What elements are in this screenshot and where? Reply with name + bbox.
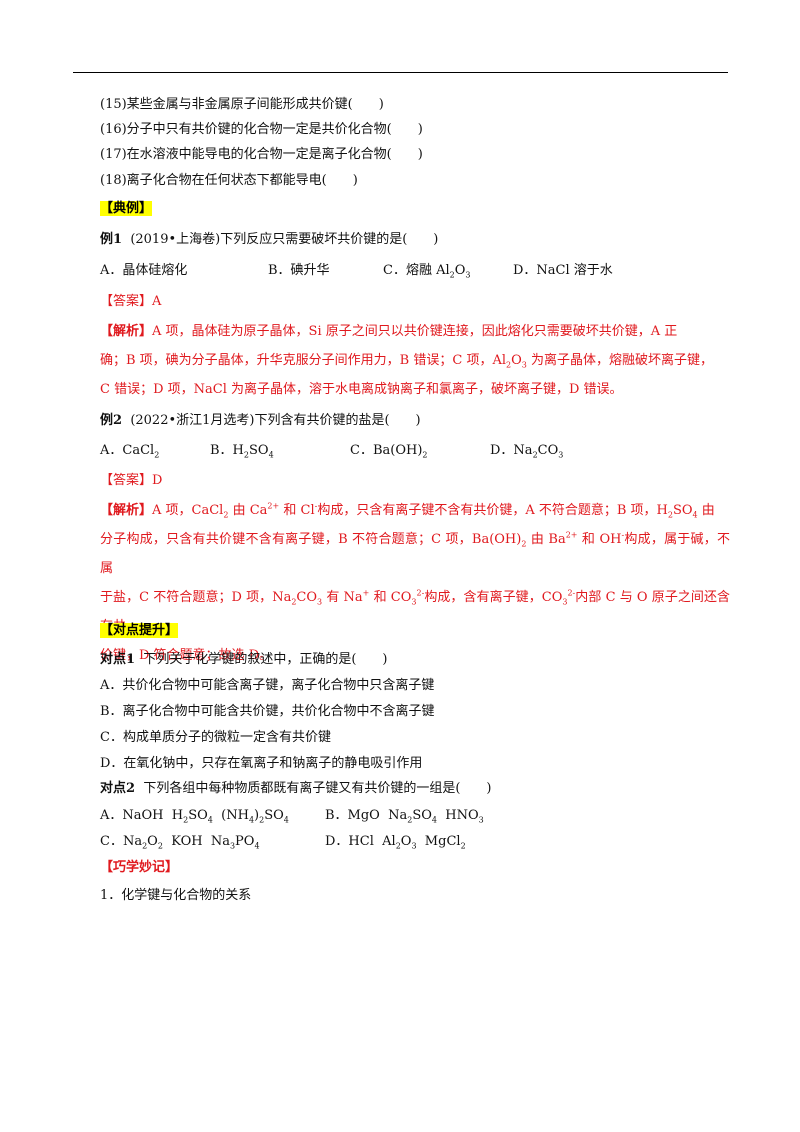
practice-1-option-b: B．离子化合物中可能含共价键，共价化合物中不含离子键 bbox=[100, 704, 435, 719]
practice-1-option-a: A．共价化合物中可能含离子键，离子化合物中只含离子键 bbox=[100, 678, 435, 693]
section-typical-example: 【典例】 bbox=[100, 201, 153, 216]
example-2-answer: 【答案】D bbox=[100, 473, 163, 488]
example-1-stem: 例1 (2019•上海卷)下列反应只需要破坏共价键的是( ) bbox=[100, 232, 439, 247]
example-2-analysis: 【解析】A 项，CaCl2 由 Ca2+ 和 Cl-构成，只含有离子键不含有共价… bbox=[100, 501, 731, 663]
practice-1-option-c: C．构成单质分子的微粒一定含有共价键 bbox=[100, 730, 331, 745]
question-17: (17)在水溶液中能导电的化合物一定是离子化合物( ) bbox=[100, 147, 423, 162]
question-18: (18)离子化合物在任何状态下都能导电( ) bbox=[100, 173, 358, 188]
memo-item-1: 1．化学键与化合物的关系 bbox=[100, 888, 252, 903]
practice-1-stem: 对点1 下列关于化学键的叙述中，正确的是( ) bbox=[100, 652, 388, 667]
example-2-stem: 例2 (2022•浙江1月选考)下列含有共价键的盐是( ) bbox=[100, 413, 421, 428]
section-practice: 【对点提升】 bbox=[100, 623, 179, 638]
example-1-answer: 【答案】A bbox=[100, 294, 162, 309]
example-1-analysis: 【解析】A 项，晶体硅为原子晶体，Si 原子之间只以共价键连接，因此熔化只需要破… bbox=[100, 324, 714, 397]
practice-2-stem: 对点2 下列各组中每种物质都既有离子键又有共价键的一组是( ) bbox=[100, 781, 492, 796]
question-16: (16)分子中只有共价键的化合物一定是共价化合物( ) bbox=[100, 122, 423, 137]
question-15: (15)某些金属与非金属原子间能形成共价键( ) bbox=[100, 97, 384, 112]
practice-1-option-d: D．在氧化钠中，只存在氧离子和钠离子的静电吸引作用 bbox=[100, 756, 423, 771]
header-rule bbox=[73, 72, 728, 73]
section-memory-tips: 【巧学妙记】 bbox=[100, 860, 179, 875]
